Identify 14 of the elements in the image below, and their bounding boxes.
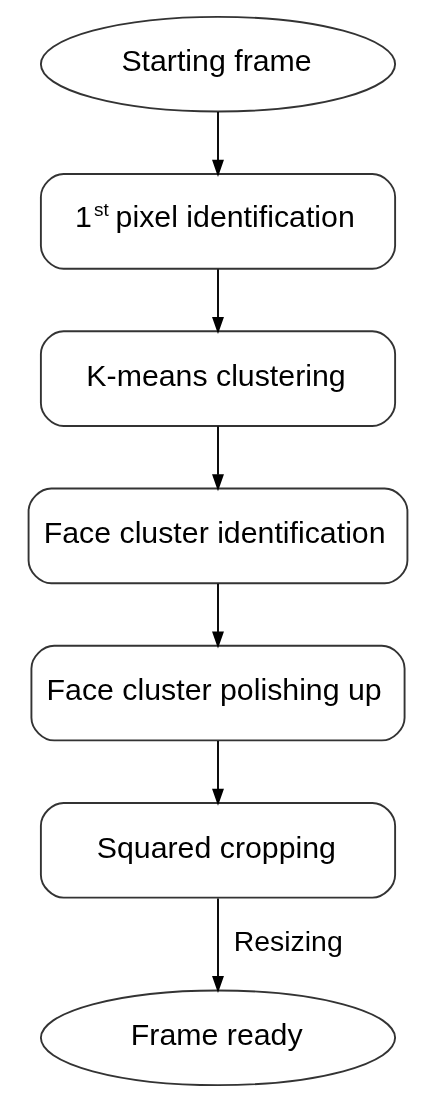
edge-label: Resizing <box>233 924 343 957</box>
node-box: K-means clustering <box>39 330 396 427</box>
arrow <box>211 425 224 492</box>
node-box: 1$^{st}$ pixel identification <box>39 173 396 270</box>
node-ellipse: Frame ready <box>39 989 396 1087</box>
node-box: Face cluster identification <box>27 487 408 585</box>
arrow <box>211 111 224 177</box>
arrow <box>211 582 224 649</box>
node-ellipse: Starting frame <box>39 15 396 113</box>
arrow <box>211 268 224 335</box>
arrow <box>211 897 224 994</box>
node-box: Squared cropping <box>39 802 396 899</box>
node-box: Face cluster polishing up <box>29 644 406 742</box>
arrow <box>211 740 224 806</box>
